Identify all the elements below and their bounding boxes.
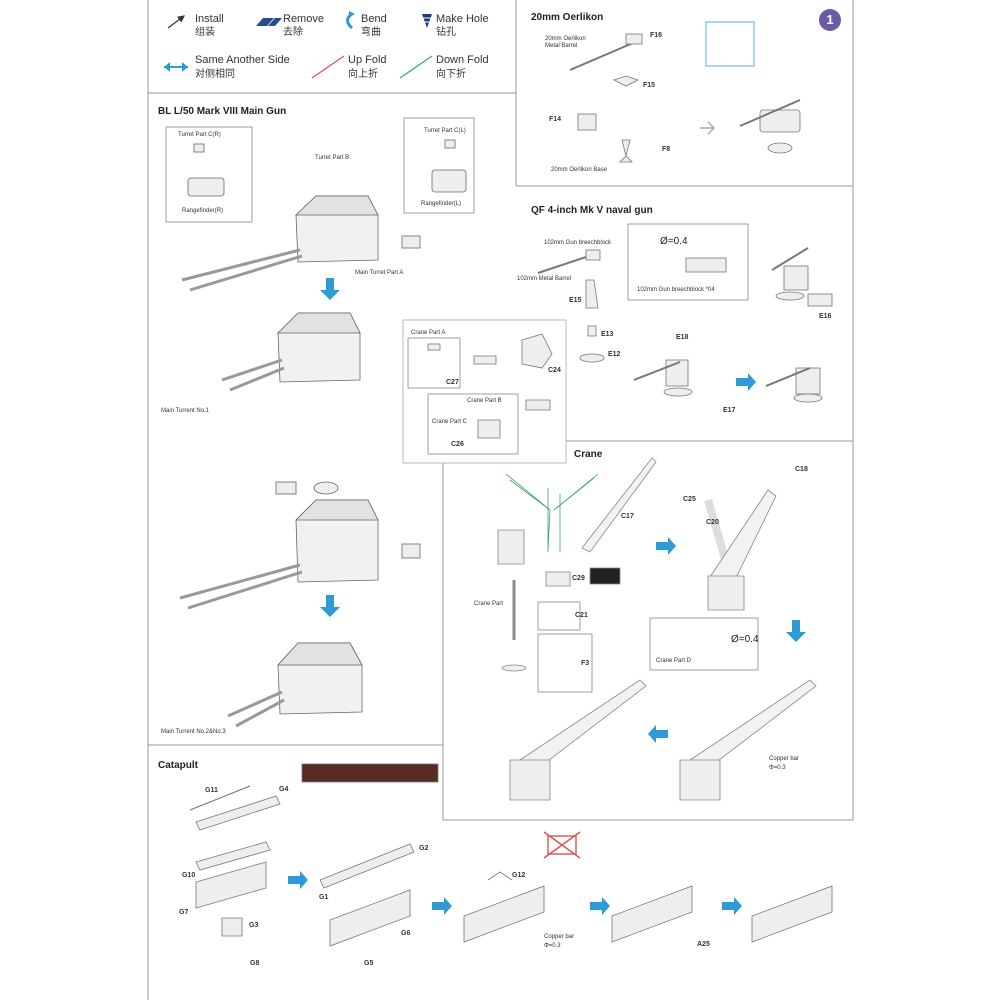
- crane-title: Crane: [574, 449, 603, 460]
- part-e13: E13: [601, 331, 614, 338]
- crane-part-label: Crane Part: [474, 601, 504, 607]
- part-g10: G10: [182, 872, 196, 879]
- crane-part-d-label: Crane Part D: [656, 658, 692, 664]
- part-c17: C17: [621, 513, 634, 520]
- rangefinder-l-label: Rangefinder(L): [421, 201, 462, 207]
- legend-make-hole: Make Hole: [436, 13, 489, 25]
- legend-bend: Bend: [361, 13, 387, 25]
- oerlikon-title: 20mm Oerlikon: [531, 12, 604, 23]
- crane-drawings: [497, 457, 817, 801]
- oerlikon-base-label: 20mm Oerlikon Base: [551, 167, 608, 173]
- part-e12: E12: [608, 351, 621, 358]
- part-e17: E17: [723, 407, 736, 414]
- crane-part-b-label: Crane Part B: [467, 398, 502, 404]
- crane-inset-drawings: [402, 319, 567, 464]
- part-f14: F14: [549, 116, 562, 123]
- oerlikon-drawings: [569, 21, 801, 163]
- part-c27: C27: [446, 379, 459, 386]
- part-f16: F16: [650, 32, 663, 39]
- legend-same-side: Same Another Side: [195, 54, 290, 66]
- part-f8: F8: [662, 146, 671, 153]
- part-f3: F3: [581, 660, 590, 667]
- main-turret-23-label: Main Turrent No.2&No.3: [161, 729, 226, 735]
- catapult-drawings: [189, 763, 833, 947]
- turret-part-c-l-label: Turret Part C(L): [424, 128, 466, 134]
- crane-hole-diameter: Ø=0.4: [731, 634, 759, 645]
- qf-barrel-label: 102mm Metal Barrel: [517, 276, 572, 282]
- crane-copper-bar-diameter: Φ=0.3: [769, 765, 786, 771]
- part-g11: G11: [205, 787, 218, 794]
- legend-remove-cn: 去除: [283, 27, 303, 38]
- part-e18: E18: [676, 334, 689, 341]
- part-c24: C24: [548, 367, 561, 374]
- crossed-out-icon: [543, 831, 581, 859]
- legend-same-side-cn: 对侧相同: [195, 69, 235, 80]
- main-gun-arrows: [320, 278, 340, 617]
- step-number-badge: 1: [819, 9, 841, 31]
- crane-part-c-label: Crane Part C: [432, 419, 468, 425]
- rangefinder-r-label: Rangefinder(R): [182, 208, 224, 214]
- part-c29: C29: [572, 575, 585, 582]
- part-e16: E16: [819, 313, 832, 320]
- legend-down-fold: Down Fold: [436, 54, 489, 66]
- qf-gun-drawings: [537, 223, 833, 403]
- part-g1: G1: [319, 894, 329, 901]
- legend-install: Install: [195, 13, 224, 25]
- oerlikon-barrel-label: 20mm Oerlikon: [545, 36, 586, 42]
- crane-arrows: [648, 537, 806, 743]
- qf-breechblock-4-label: 102mm Gun breechblock *04: [637, 287, 715, 293]
- part-c20: C20: [706, 519, 719, 526]
- main-turret-1-label: Main Turrent No.1: [161, 408, 210, 414]
- part-g4: G4: [279, 786, 289, 793]
- part-e15: E15: [569, 297, 582, 304]
- turret-part-c-r-label: Turret Part C(R): [178, 132, 221, 138]
- part-g8: G8: [250, 960, 260, 967]
- qf-breechblock-label: 102mm Gun breechblock: [544, 240, 612, 246]
- qf-hole-diameter: Ø=0.4: [660, 236, 688, 247]
- crane-copper-bar-label: Copper bar: [769, 756, 800, 762]
- legend-icons: [164, 11, 433, 79]
- main-gun-title: BL L/50 Mark VIII Main Gun: [158, 106, 287, 117]
- legend-remove: Remove: [283, 13, 324, 25]
- legend-make-hole-cn: 钻孔: [436, 27, 456, 38]
- legend-bend-cn: 弯曲: [361, 27, 381, 38]
- catapult-arrows: [288, 871, 742, 915]
- part-a25: A25: [697, 941, 710, 948]
- catapult-title: Catapult: [158, 760, 198, 771]
- part-c18: C18: [795, 466, 808, 473]
- part-g2: G2: [419, 845, 429, 852]
- catapult-copper-bar-label: Copper bar: [544, 934, 575, 940]
- part-g7: G7: [179, 909, 189, 916]
- part-g12: G12: [512, 872, 526, 879]
- qf-step-arrow: [736, 373, 756, 391]
- panel-borders: [147, 0, 854, 1000]
- qf-gun-title: QF 4-inch Mk V naval gun: [531, 205, 653, 216]
- part-g5: G5: [364, 960, 374, 967]
- oerlikon-barrel-label-2: Metal Barrel: [545, 43, 578, 49]
- part-c26: C26: [451, 441, 464, 448]
- main-turret-part-a-label: Main Turret Part A: [355, 270, 404, 276]
- part-f15: F15: [643, 82, 656, 89]
- legend-up-fold: Up Fold: [348, 54, 387, 66]
- part-c21: C21: [575, 612, 588, 619]
- crane-part-a-label: Crane Part A: [411, 330, 446, 336]
- legend-install-cn: 组装: [195, 27, 215, 38]
- legend-down-fold-cn: 向下折: [436, 69, 466, 80]
- part-c25: C25: [683, 496, 696, 503]
- main-gun-drawings: [165, 117, 475, 728]
- turret-part-b-label: Turret Part B: [315, 155, 350, 161]
- part-g6: G6: [401, 930, 411, 937]
- catapult-copper-bar-diameter: Φ=0.3: [544, 943, 561, 949]
- part-g3: G3: [249, 922, 259, 929]
- legend-up-fold-cn: 向上折: [348, 69, 378, 80]
